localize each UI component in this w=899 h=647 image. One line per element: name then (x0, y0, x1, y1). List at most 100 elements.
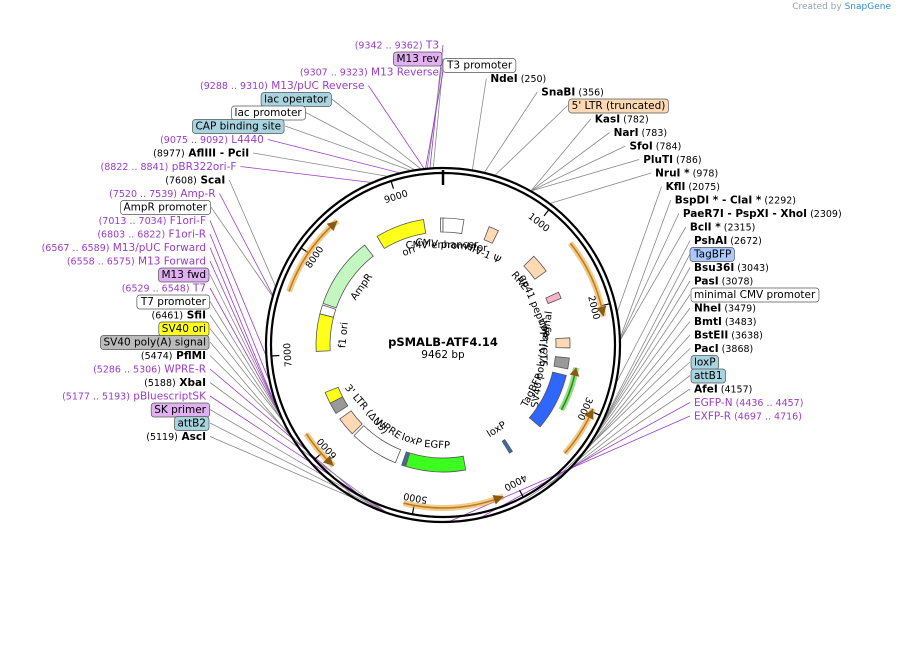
site-bsteii[interactable]: BstEII (3638) (694, 330, 763, 342)
site-pflmi[interactable]: (5474) PflMI (141, 350, 206, 362)
site-box (100, 335, 210, 350)
site-afliii-pcii[interactable]: (8977) AflIII - PciI (153, 148, 249, 160)
feature-unnamed[interactable] (324, 386, 344, 404)
site-t7[interactable]: (6529 .. 6548) T7 (122, 283, 206, 295)
site-label: SV40 ori (162, 323, 206, 335)
site-m13-reverse[interactable]: (9307 .. 9323) M13 Reverse (300, 67, 439, 79)
feature-3-ltr-u3[interactable] (339, 410, 363, 435)
site-leader (209, 422, 395, 517)
site-f1ori-r[interactable]: (6803 .. 6822) F1ori-R (97, 229, 206, 241)
site-pasi[interactable]: PasI (3078) (694, 276, 753, 288)
site-tagbfp[interactable]: TagBFP (689, 247, 735, 262)
site-leader (209, 301, 279, 413)
site-asci[interactable]: (5119) AscI (146, 431, 206, 443)
site-leader (472, 78, 487, 170)
site-nrui[interactable]: NruI * (978) (655, 168, 718, 180)
site-m13-puc-forward[interactable]: (6567 .. 6589) M13/pUC Forward (42, 242, 206, 254)
site-leader (508, 388, 691, 511)
orf-arc-halo (567, 241, 607, 317)
site-leader (209, 409, 391, 516)
site-t3-promoter[interactable]: T3 promoter (442, 58, 517, 73)
feature-f1-ori[interactable] (315, 313, 334, 352)
site-label: PaeR7I - PspXI - XhoI (2309) (683, 208, 842, 220)
feature-loxp[interactable] (501, 439, 513, 454)
site-cap-binding-site[interactable]: CAP binding site (192, 119, 285, 134)
feature-ori[interactable] (376, 219, 427, 249)
site-lac-operator[interactable]: lac operator (260, 92, 332, 107)
watermark-brand: SnapGene (844, 2, 891, 12)
site-l4440[interactable]: (9075 .. 9092) L4440 (160, 134, 264, 146)
tick-mark (518, 489, 524, 498)
feature-label: loxP (400, 432, 423, 449)
snapgene-watermark: Created by SnapGene (792, 2, 891, 12)
feature-ampr[interactable] (322, 244, 374, 309)
site-pshai[interactable]: PshAI (2672) (694, 235, 762, 247)
feature-loxp[interactable] (401, 451, 410, 467)
site-pbr322ori-f[interactable]: (8822 .. 8841) pBR322ori-F (101, 161, 237, 173)
feature-cppt-cts[interactable] (555, 337, 571, 349)
site-amp-r[interactable]: (7520 .. 7539) Amp-R (109, 188, 215, 200)
site-sv40-ori[interactable]: SV40 ori (158, 321, 210, 337)
site-minimal-cmv-promoter[interactable]: minimal CMV promoter (690, 287, 820, 303)
site-lac-promoter[interactable]: lac promoter (231, 105, 306, 121)
site-ndei[interactable]: NdeI (250) (490, 73, 546, 85)
site-snabi[interactable]: SnaBI (356) (541, 87, 604, 99)
site-t3[interactable]: (9342 .. 9362) T3 (355, 40, 439, 52)
feature-hiv-1[interactable] (483, 226, 499, 244)
site-5-ltr-truncated[interactable]: 5' LTR (truncated) (568, 98, 669, 114)
site-scai[interactable]: (7608) ScaI (165, 175, 225, 187)
feature-tagbfp[interactable] (528, 371, 567, 428)
site-attb2[interactable]: attB2 (174, 416, 210, 431)
site-label: attB2 (177, 418, 206, 430)
site-label: 5' LTR (truncated) (572, 100, 666, 112)
site-label: PshAI (2672) (694, 235, 762, 247)
site-nhei[interactable]: NheI (3479) (694, 303, 756, 315)
site-f1ori-f[interactable]: (7013 .. 7034) F1ori-F (99, 215, 206, 227)
site-sv40-poly-a-signal[interactable]: SV40 poly(A) signal (100, 335, 210, 350)
site-loxp[interactable]: loxP (690, 355, 719, 370)
site-sfii[interactable]: (6461) SfiI (151, 310, 206, 322)
site-m13-fwd[interactable]: M13 fwd (158, 267, 210, 283)
site-leader (620, 199, 672, 337)
site-exfp-r[interactable]: EXFP-R (4697 .. 4716) (694, 411, 802, 423)
feature-sv40-poly-a-signal[interactable] (553, 356, 570, 370)
site-kfli[interactable]: KflI (2075) (666, 181, 720, 193)
site-m13-puc-reverse[interactable]: (9288 .. 9310) M13/pUC Reverse (200, 80, 364, 92)
site-pluti[interactable]: PluTI (786) (643, 154, 701, 166)
site-paci[interactable]: PacI (3868) (694, 343, 753, 355)
tick-mark (543, 209, 550, 217)
site-bsu36i[interactable]: Bsu36I (3043) (694, 262, 769, 274)
site-pbluescriptsk[interactable]: (5177 .. 5193) pBluescriptSK (62, 391, 207, 403)
site-m13-forward[interactable]: (6558 .. 6575) M13 Forward (67, 256, 206, 268)
site-label: PluTI (786) (643, 154, 701, 166)
site-box (192, 119, 285, 134)
site-m13-rev[interactable]: M13 rev (393, 51, 443, 67)
site-wpre-r[interactable]: (5286 .. 5306) WPRE-R (93, 364, 206, 376)
site-label: (5188) XbaI (144, 377, 206, 389)
site-afei[interactable]: AfeI (4157) (694, 384, 752, 396)
plasmid-name: pSMALB-ATF4.14 (388, 335, 498, 349)
site-attb1[interactable]: attB1 (690, 368, 726, 384)
site-bspdi-clai[interactable]: BspDI * - ClaI * (2292) (675, 195, 796, 207)
feature-egfp[interactable] (405, 452, 467, 473)
site-sfoi[interactable]: SfoI (784) (629, 141, 681, 153)
feature-wpre[interactable] (353, 425, 402, 464)
site-sk-primer[interactable]: SK primer (150, 402, 211, 418)
feature-rre[interactable] (523, 255, 547, 280)
tick-mark (271, 354, 280, 357)
site-ampr-promoter[interactable]: AmpR promoter (120, 200, 211, 215)
site-bmti[interactable]: BmtI (3483) (694, 316, 756, 328)
site-nari[interactable]: NarI (783) (614, 127, 668, 139)
site-kasi[interactable]: KasI (782) (595, 114, 649, 126)
site-leader (605, 253, 691, 418)
feature-unnamed[interactable] (319, 304, 337, 318)
site-t7-promoter[interactable]: T7 promoter (136, 294, 211, 310)
feature-cmv-promoter[interactable] (442, 217, 465, 235)
feature-gp41-peptide[interactable] (545, 291, 562, 305)
site-bcli[interactable]: BclI * (2315) (690, 222, 756, 234)
site-xbai[interactable]: (5188) XbaI (144, 377, 206, 389)
site-paer7i-pspxi-xhoi[interactable]: PaeR7I - PspXI - XhoI (2309) (683, 208, 842, 220)
site-egfp-n[interactable]: EGFP-N (4436 .. 4457) (694, 397, 803, 409)
site-leader (210, 206, 273, 296)
